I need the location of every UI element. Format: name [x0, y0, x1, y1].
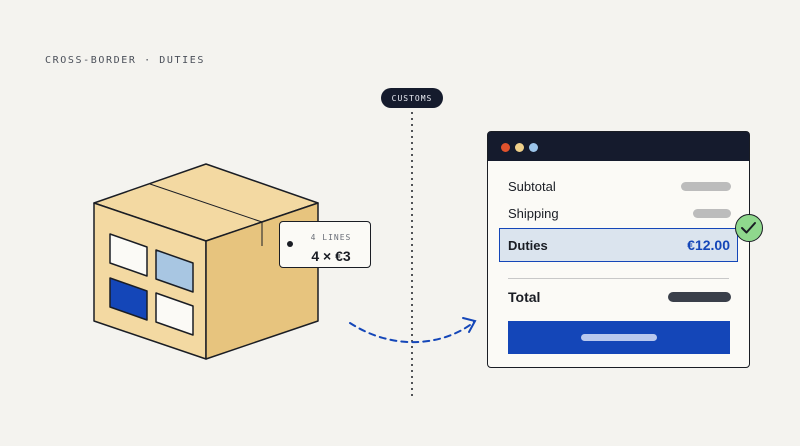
- eyebrow-label: CROSS-BORDER · DUTIES: [45, 55, 206, 66]
- box-window-3: [109, 277, 148, 321]
- shipping-label: Shipping: [508, 206, 559, 221]
- window-titlebar: [488, 132, 749, 161]
- box-window-2: [155, 249, 194, 293]
- total-value-placeholder: [668, 292, 731, 302]
- tag-hole: [287, 241, 293, 247]
- tag-quantity: 4 × €3: [311, 248, 351, 264]
- package-box: [93, 163, 319, 360]
- shipping-value-placeholder: [693, 209, 731, 218]
- total-label: Total: [508, 289, 541, 305]
- window-maximize-dot[interactable]: [529, 143, 538, 152]
- check-icon: [735, 214, 763, 242]
- total-divider: [508, 278, 729, 279]
- checkout-window: Subtotal Shipping Duties €12.00 Total: [487, 131, 763, 368]
- window-close-dot[interactable]: [501, 143, 510, 152]
- flow-arrow: [349, 317, 477, 343]
- duties-label: Duties: [508, 238, 548, 253]
- box-tape: [149, 183, 263, 246]
- pay-button[interactable]: [508, 321, 730, 354]
- box-window-1: [109, 233, 148, 277]
- subtotal-value-placeholder: [681, 182, 731, 191]
- window-minimize-dot[interactable]: [515, 143, 524, 152]
- pay-button-label-placeholder: [581, 334, 657, 341]
- duties-amount: €12.00: [687, 237, 730, 253]
- subtotal-label: Subtotal: [508, 179, 556, 194]
- arrow-head: [462, 317, 477, 333]
- customs-badge: CUSTOMS: [381, 88, 443, 108]
- quantity-tag: 4 LINES 4 × €3: [279, 221, 371, 268]
- box-window-4: [155, 292, 194, 336]
- tag-line-count: 4 LINES: [310, 233, 352, 242]
- duties-row: Duties €12.00: [499, 228, 738, 262]
